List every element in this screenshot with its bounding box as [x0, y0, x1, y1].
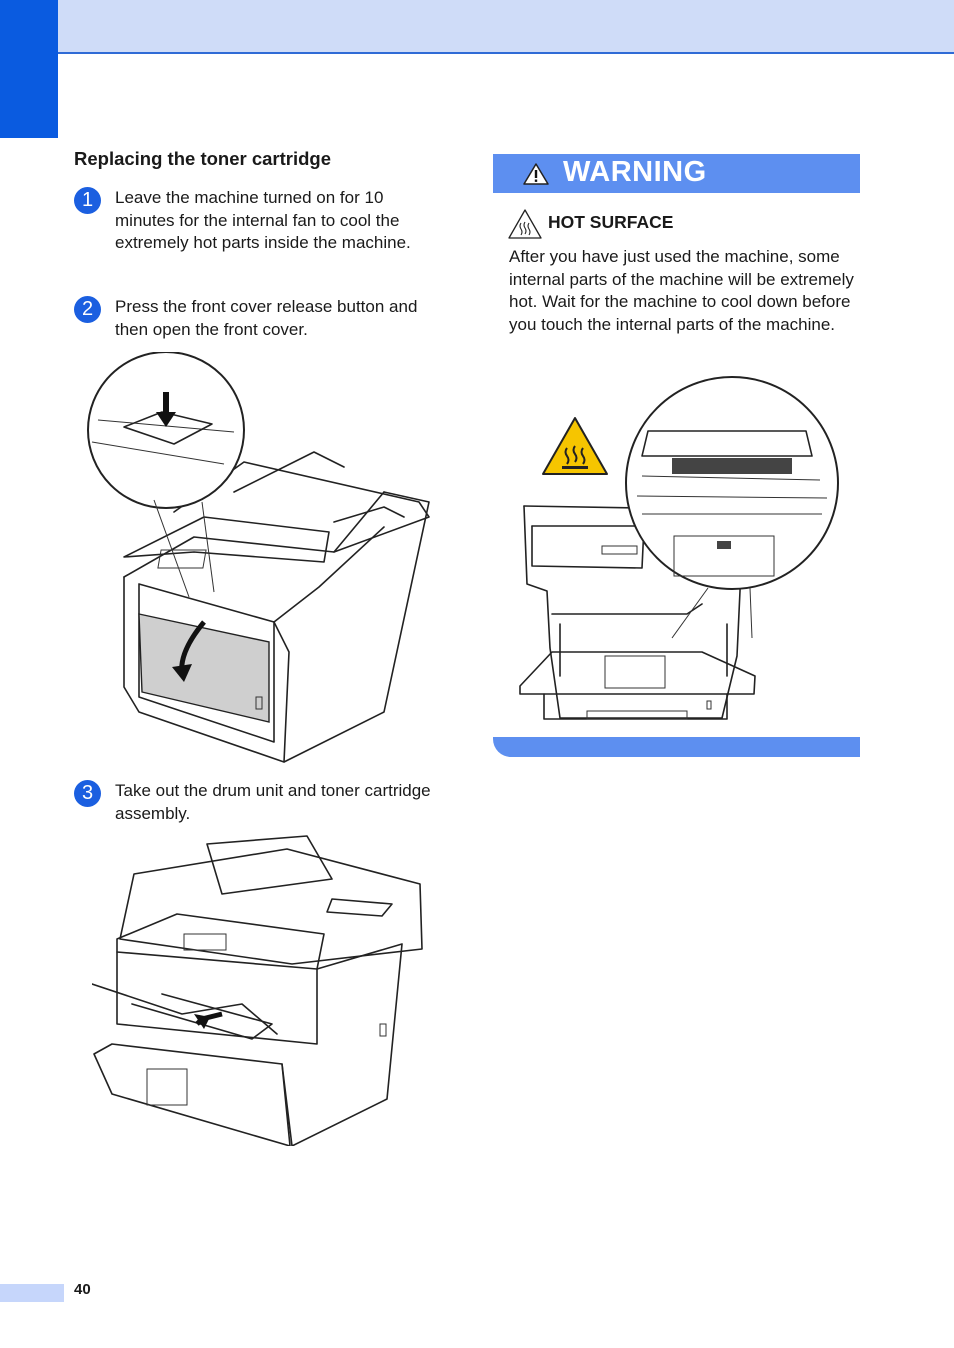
hot-surface-icon	[508, 209, 542, 239]
hot-surface-illustration	[519, 376, 839, 720]
hot-surface-title: HOT SURFACE	[548, 212, 674, 232]
warning-triangle-icon	[523, 163, 549, 185]
step-number: 1	[74, 187, 101, 214]
front-cover-open-illustration	[87, 352, 430, 763]
step-text: Press the front cover release button and…	[115, 297, 418, 339]
header-band	[0, 0, 954, 54]
step-text: Leave the machine turned on for 10 minut…	[115, 188, 411, 252]
warning-text: After you have just used the machine, so…	[509, 247, 854, 334]
warning-banner: WARNING	[493, 154, 860, 193]
page-tab	[0, 1284, 64, 1302]
chapter-tab	[0, 0, 58, 138]
step-2: 2 Press the front cover release button a…	[74, 296, 444, 341]
step-text: Take out the drum unit and toner cartrid…	[115, 781, 431, 823]
page-number: 40	[74, 1281, 91, 1298]
step-1: 1 Leave the machine turned on for 10 min…	[74, 187, 444, 255]
step-number: 2	[74, 296, 101, 323]
step-number: 3	[74, 780, 101, 807]
section-title: Replacing the toner cartridge	[74, 148, 331, 169]
warning-footer-bar	[493, 737, 860, 757]
drum-removal-illustration	[92, 835, 423, 1146]
step-3: 3 Take out the drum unit and toner cartr…	[74, 780, 444, 825]
warning-title: WARNING	[563, 156, 707, 188]
